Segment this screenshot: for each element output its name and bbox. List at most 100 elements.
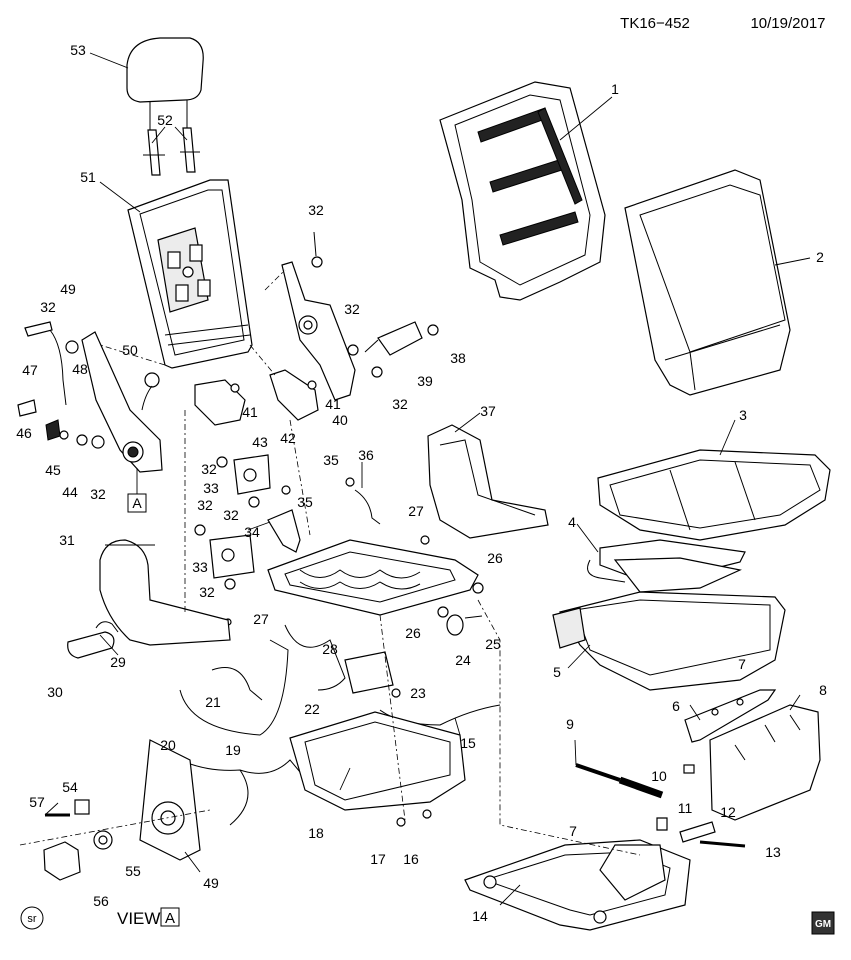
headrest-guides xyxy=(143,127,200,176)
gm-logo: GM xyxy=(811,911,835,935)
callout-32-hinge: 32 xyxy=(344,301,360,317)
callout-14: 14 xyxy=(472,908,488,924)
release-handle xyxy=(24,321,67,406)
leader-lines xyxy=(44,52,811,906)
dashed-reference-lines xyxy=(19,269,641,856)
seat-back-frame xyxy=(127,179,253,369)
callout-32-hinge-a: 32 xyxy=(201,461,217,477)
callout-2: 2 xyxy=(816,249,824,265)
callout-20: 20 xyxy=(160,737,176,753)
callout-35-b: 35 xyxy=(297,494,313,510)
callout-1: 1 xyxy=(611,81,619,97)
callout-28: 28 xyxy=(322,641,338,657)
view-a-text: VIEW xyxy=(117,909,160,928)
washer-26-a xyxy=(472,582,484,594)
seat-riser-base xyxy=(464,839,691,931)
callout-57: 57 xyxy=(29,794,45,810)
callout-44: 44 xyxy=(62,484,78,500)
callout-37: 37 xyxy=(480,403,496,419)
clip-10 xyxy=(683,764,695,774)
callout-4: 4 xyxy=(568,514,576,530)
view-a-marker-letter: A xyxy=(132,495,142,511)
callout-51: 51 xyxy=(80,169,96,185)
bolt-32-left xyxy=(65,340,79,354)
harness-20 xyxy=(179,639,289,736)
callout-9: 9 xyxy=(566,716,574,732)
seat-cushion-cover xyxy=(597,449,831,541)
bolt-32-top xyxy=(311,231,323,268)
callout-48: 48 xyxy=(72,361,88,377)
pivot-bolt xyxy=(679,821,716,843)
callout-21: 21 xyxy=(205,694,221,710)
seat-side-shield xyxy=(709,704,821,821)
seat-belt-buckle xyxy=(364,321,423,356)
bushing-54 xyxy=(74,799,90,815)
view-a-panel xyxy=(139,739,201,861)
pin-35-a xyxy=(281,485,291,495)
actuator-46 xyxy=(45,419,61,441)
callout-3: 3 xyxy=(739,407,747,423)
diagram-code: TK16−452 xyxy=(620,15,690,32)
wire-36 xyxy=(354,489,381,525)
handle-bezel-29 xyxy=(95,621,119,633)
callout-7-lower: 7 xyxy=(569,823,577,839)
bushing-24 xyxy=(446,614,464,636)
view-a-box-letter: A xyxy=(165,910,175,927)
callout-49-view: 49 xyxy=(203,875,219,891)
callout-50: 50 xyxy=(122,342,138,358)
callout-30: 30 xyxy=(47,684,63,700)
callout-43: 43 xyxy=(252,434,268,450)
callout-45: 45 xyxy=(45,462,61,478)
hinge-33-lower xyxy=(209,534,255,579)
clip-27-a xyxy=(420,535,430,545)
recliner-cover-42 xyxy=(269,369,319,421)
callout-5: 5 xyxy=(553,664,561,680)
bolt-32-hinge-c xyxy=(194,524,206,536)
svg-text:sr: sr xyxy=(27,913,37,925)
callout-32-top: 32 xyxy=(308,202,324,218)
callout-25: 25 xyxy=(485,636,501,652)
callout-29: 29 xyxy=(110,654,126,670)
cam-56 xyxy=(43,841,81,881)
washer-55 xyxy=(93,830,113,850)
harness-21 xyxy=(211,667,263,701)
callout-53: 53 xyxy=(70,42,86,58)
backrest-cover xyxy=(624,169,791,396)
cushion-side-trim xyxy=(427,424,549,539)
callout-22: 22 xyxy=(304,701,320,717)
callout-27-lower: 27 xyxy=(253,611,269,627)
callout-32-bottom: 32 xyxy=(90,486,106,502)
clip-47 xyxy=(17,399,37,417)
headrest xyxy=(126,37,204,130)
recliner-bracket xyxy=(81,331,163,473)
callout-15: 15 xyxy=(460,735,476,751)
callout-32-lower: 32 xyxy=(392,396,408,412)
harness-19 xyxy=(184,759,301,826)
callout-8: 8 xyxy=(819,682,827,698)
callout-labels: 53 52 51 1 2 32 32 32 32 32 32 32 32 32 … xyxy=(16,42,827,924)
callout-12: 12 xyxy=(720,804,736,820)
hinge-33-upper xyxy=(233,454,271,495)
callout-16: 16 xyxy=(403,851,419,867)
bolt-32-hinge xyxy=(347,344,359,356)
view-a-label: VIEW A xyxy=(117,907,180,928)
clip-41-left xyxy=(230,383,240,393)
screw-16 xyxy=(422,809,432,819)
callout-32-left: 32 xyxy=(40,299,56,315)
callout-32-hinge-c: 32 xyxy=(197,497,213,513)
seat-cushion-pad xyxy=(552,591,786,691)
bolt-32-lower xyxy=(371,366,383,378)
bolt-38 xyxy=(427,324,439,336)
seat-side-trim-panel xyxy=(99,539,231,646)
callout-17: 17 xyxy=(370,851,386,867)
bushing-44 xyxy=(76,434,88,446)
screw-17 xyxy=(396,817,406,827)
nut-45 xyxy=(59,430,69,440)
callout-32-hinge-b: 32 xyxy=(223,507,239,523)
gas-strut xyxy=(575,763,664,799)
pin-35-b xyxy=(345,477,355,487)
callout-39: 39 xyxy=(417,373,433,389)
callout-49: 49 xyxy=(60,281,76,297)
callout-6: 6 xyxy=(672,698,680,714)
